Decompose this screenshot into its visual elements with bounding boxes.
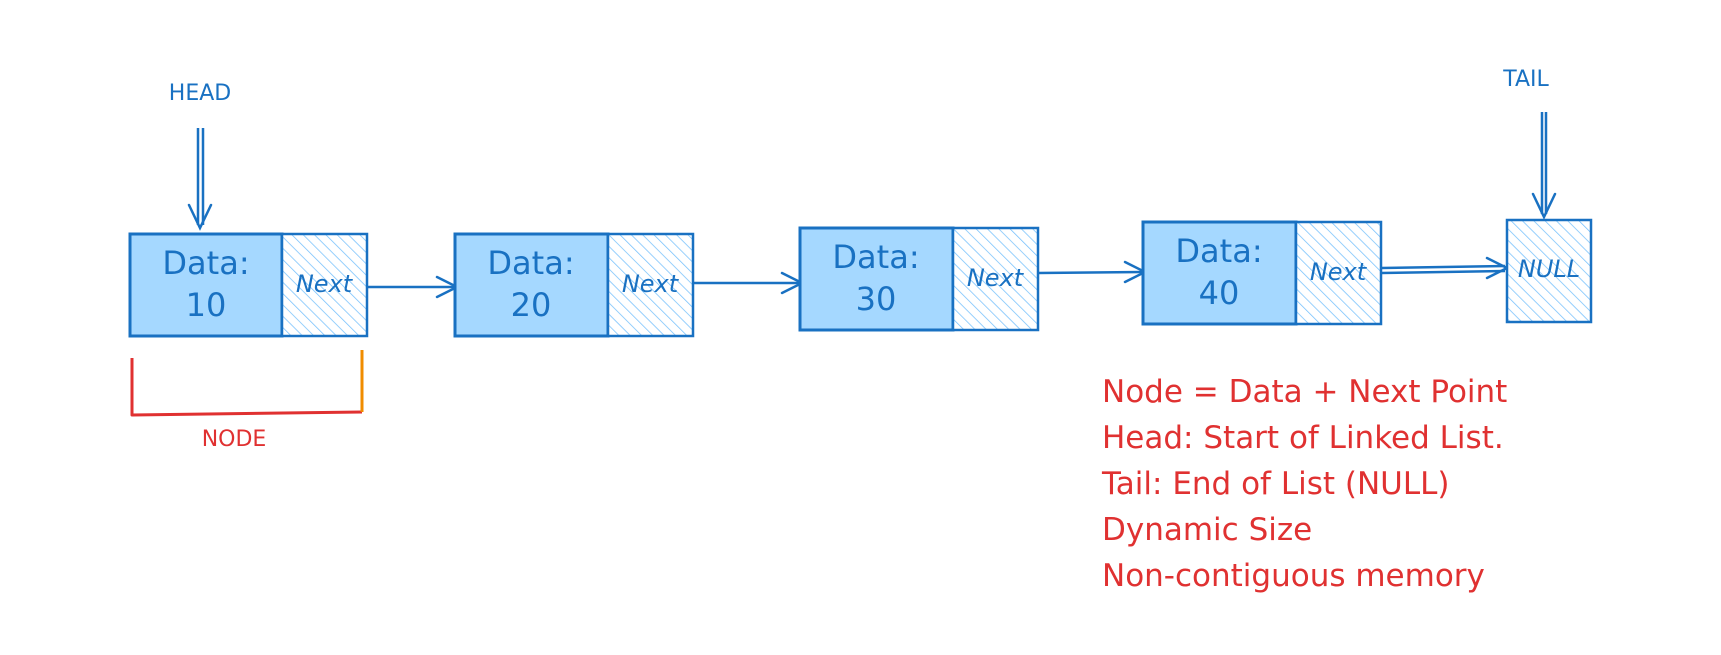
node-1-next-label: Next — [296, 270, 354, 298]
node-2-next-box — [606, 232, 695, 338]
note-line-4: Dynamic Size — [1102, 512, 1312, 548]
node-3-data-label: Data: — [832, 238, 919, 276]
head-label: HEAD — [169, 81, 231, 106]
pointer-arrow-3-4 — [1037, 260, 1148, 284]
node-3-data-box — [798, 226, 955, 332]
node-1-next-box — [280, 232, 369, 338]
node-1-data-box — [128, 232, 284, 338]
note-line-2: Head: Start of Linked List. — [1102, 420, 1504, 456]
pointer-arrow-4-null — [1380, 256, 1510, 280]
node-4: Data: 40 Next — [1141, 220, 1383, 326]
notes-block: Node = Data + Next Point Head: Start of … — [1101, 374, 1507, 594]
tail-arrow — [1531, 112, 1557, 220]
node-bracket — [130, 350, 364, 417]
null-label: NULL — [1518, 255, 1580, 283]
note-line-3: Tail: End of List (NULL) — [1101, 466, 1449, 502]
node-4-value: 40 — [1199, 274, 1240, 312]
node-1-data-label: Data: — [162, 244, 249, 282]
node-4-next-label: Next — [1310, 258, 1368, 286]
node-3-value: 30 — [856, 280, 897, 318]
pointer-arrow-2-3 — [693, 271, 805, 295]
null-box — [1505, 218, 1593, 324]
head-arrow — [187, 128, 213, 231]
node-2-value: 20 — [511, 286, 552, 324]
node-2: Data: 20 Next — [453, 232, 695, 338]
pointer-arrow-1-2 — [367, 275, 460, 299]
node-2-data-box — [453, 232, 610, 338]
node-label: NODE — [202, 427, 267, 452]
node-1: Data: 10 Next — [128, 232, 369, 338]
note-line-5: Non-contiguous memory — [1102, 558, 1485, 594]
node-3: Data: 30 Next — [798, 226, 1040, 332]
node-1-value: 10 — [186, 286, 227, 324]
null-node: NULL — [1505, 218, 1593, 324]
node-4-data-box — [1141, 220, 1298, 326]
note-line-1: Node = Data + Next Point — [1102, 374, 1507, 410]
node-4-data-label: Data: — [1175, 232, 1262, 270]
node-3-next-box — [951, 226, 1040, 332]
node-2-data-label: Data: — [487, 244, 574, 282]
node-4-next-box — [1294, 220, 1383, 326]
node-2-next-label: Next — [622, 270, 680, 298]
node-3-next-label: Next — [967, 264, 1025, 292]
tail-label: TAIL — [1502, 67, 1549, 92]
